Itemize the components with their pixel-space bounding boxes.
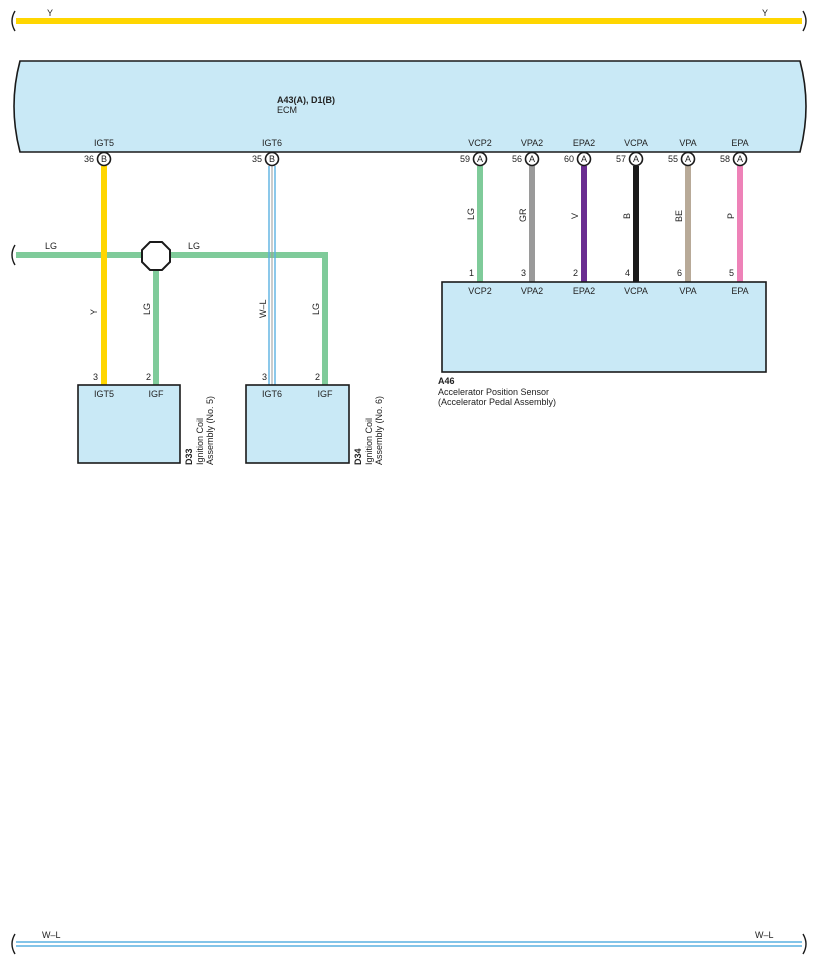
sensor-pin-name: EPA2 [573, 286, 595, 296]
left-break-icon [11, 244, 16, 266]
sensor-pin-name: VCP2 [468, 286, 492, 296]
coil-pin-number: 2 [315, 372, 320, 382]
coil-name-line2: Assembly (No. 6) [374, 396, 384, 465]
lg-bus-left-label: LG [45, 241, 57, 251]
top-bus-y: Y Y [11, 8, 807, 32]
svg-text:A: A [529, 154, 535, 164]
wire-label-vpa2: GR [518, 208, 528, 222]
wire-label-vpa: BE [674, 210, 684, 222]
coil-pin-name: IGT6 [262, 389, 282, 399]
sensor-pin-name: VCPA [624, 286, 648, 296]
svg-text:A: A [737, 154, 743, 164]
ecm-terminal-name: EPA [731, 138, 748, 148]
right-break-icon [802, 933, 807, 955]
ecm-terminal-name: VPA2 [521, 138, 543, 148]
coil-name-line2: Assembly (No. 5) [205, 396, 215, 465]
coil-pin-name: IGF [149, 389, 165, 399]
sensor-pin-number: 3 [521, 268, 526, 278]
coil-pin-name: IGF [318, 389, 334, 399]
svg-text:A: A [685, 154, 691, 164]
wire-label-igt5: Y [89, 309, 99, 315]
ecm-terminal-name: VPA [679, 138, 696, 148]
ecm-pin-igt5: B 36 [84, 151, 112, 167]
svg-text:B: B [269, 154, 275, 164]
bottom-bus-wl: W–L W–L [11, 930, 807, 955]
ecm-pin-epa2: A 60 [564, 151, 592, 167]
sensor-pin-number: 4 [625, 268, 630, 278]
wire-label-igt6: W–L [258, 299, 268, 318]
wire-label-vcp2: LG [466, 208, 476, 220]
svg-text:55: 55 [668, 154, 678, 164]
ecm-block: A43(A), D1(B) ECM IGT5 IGT6 VCP2 VPA2 EP… [13, 60, 807, 153]
coil-d33: 3 2 IGT5 IGF D33 Ignition Coil Assembly … [77, 372, 215, 465]
wire-label-epa2: V [570, 213, 580, 219]
svg-text:57: 57 [616, 154, 626, 164]
coil-pin-number: 3 [262, 372, 267, 382]
left-break-icon [11, 10, 16, 32]
svg-text:B: B [101, 154, 107, 164]
ecm-pin-igt6: B 35 [252, 151, 280, 167]
coil-pin-name: IGT5 [94, 389, 114, 399]
ignition-wires: Y LG W–L LG [89, 166, 321, 385]
svg-text:35: 35 [252, 154, 262, 164]
ecm-pin-vcp2: A 59 [460, 151, 488, 167]
top-bus-left-label: Y [47, 8, 53, 18]
ecm-pin-epa: A 58 [720, 151, 748, 167]
ecm-pin-vpa2: A 56 [512, 151, 540, 167]
sensor-name-line2: (Accelerator Pedal Assembly) [438, 397, 556, 407]
svg-text:58: 58 [720, 154, 730, 164]
sensor-pin-number: 5 [729, 268, 734, 278]
ecm-terminal-name: IGT6 [262, 138, 282, 148]
svg-text:59: 59 [460, 154, 470, 164]
svg-text:A: A [581, 154, 587, 164]
sensor-pin-number: 2 [573, 268, 578, 278]
sensor-pin-number: 6 [677, 268, 682, 278]
sensor-name-line1: Accelerator Position Sensor [438, 387, 549, 397]
right-break-icon [802, 10, 807, 32]
coil-d34: 3 2 IGT6 IGF D34 Ignition Coil Assembly … [245, 372, 384, 465]
svg-text:A: A [477, 154, 483, 164]
left-break-icon [11, 933, 16, 955]
sensor-pin-name: VPA2 [521, 286, 543, 296]
sensor-code: A46 [438, 376, 455, 386]
coil-pin-number: 2 [146, 372, 151, 382]
ecm-connector-title: A43(A), D1(B) [277, 95, 335, 105]
ecm-pin-vcpa: A 57 [616, 151, 644, 167]
sensor-pin-name: EPA [731, 286, 748, 296]
ecm-terminal-name: IGT5 [94, 138, 114, 148]
ecm-name: ECM [277, 105, 297, 115]
sensor-pin-number: 1 [469, 268, 474, 278]
coil-code: D33 [184, 448, 194, 465]
bottom-bus-right-label: W–L [755, 930, 774, 940]
coil-code: D34 [353, 448, 363, 465]
ecm-pins: B 36 B 35 A 59 A 56 A 60 A 57 [84, 151, 748, 167]
svg-text:36: 36 [84, 154, 94, 164]
coil-pin-number: 3 [93, 372, 98, 382]
junction-connector-icon [141, 241, 171, 271]
wire-label-vcpa: B [622, 213, 632, 219]
lg-bus-right-label: LG [188, 241, 200, 251]
sensor-wires: LG GR V B BE P [466, 166, 743, 282]
ecm-terminal-name: VCP2 [468, 138, 492, 148]
ecm-terminal-name: VCPA [624, 138, 648, 148]
sensor-a46: 1 3 2 4 6 5 VCP2 VPA2 EPA2 VCPA VPA EPA … [438, 268, 767, 407]
ecm-terminal-name: EPA2 [573, 138, 595, 148]
svg-text:60: 60 [564, 154, 574, 164]
top-bus-right-label: Y [762, 8, 768, 18]
coil-name-line1: Ignition Coil [364, 418, 374, 465]
wire-igt6 [268, 166, 276, 385]
coil-name-line1: Ignition Coil [195, 418, 205, 465]
svg-text:A: A [633, 154, 639, 164]
sensor-pin-name: VPA [679, 286, 696, 296]
svg-text:56: 56 [512, 154, 522, 164]
wire-label-igf5: LG [142, 303, 152, 315]
wire-label-igf6: LG [311, 303, 321, 315]
bottom-bus-left-label: W–L [42, 930, 61, 940]
wire-label-epa: P [726, 213, 736, 219]
ecm-pin-vpa: A 55 [668, 151, 696, 167]
